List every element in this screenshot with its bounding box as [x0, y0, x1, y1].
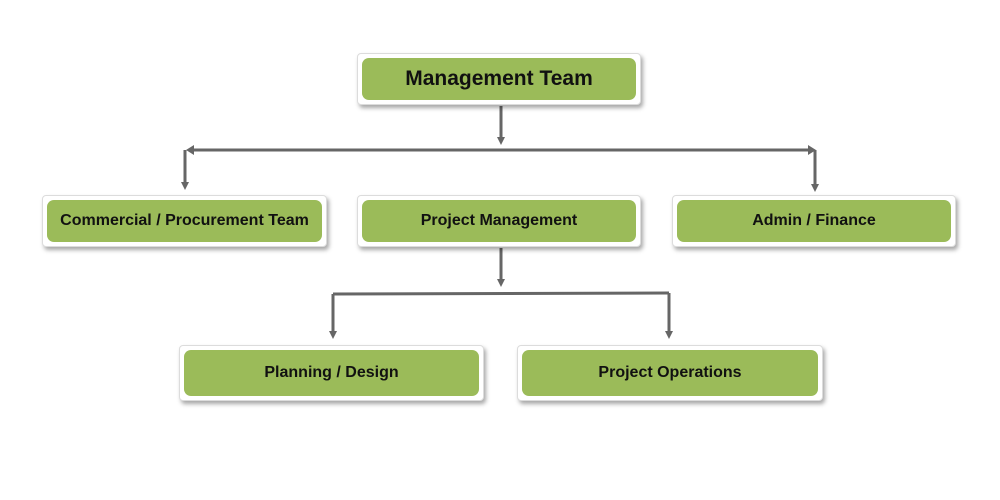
node-admin-finance: Admin / Finance	[672, 195, 956, 247]
connector-top-left-arrowhead	[186, 145, 194, 155]
node-project-operations: Project Operations	[517, 345, 823, 401]
node-project-management: Project Management	[357, 195, 641, 247]
node-commercial-procurement: Commercial / Procurement Team	[42, 195, 327, 247]
node-admin-finance-label: Admin / Finance	[677, 200, 951, 242]
node-planning-design: Planning / Design	[179, 345, 484, 401]
connector-top-right-arrowhead	[808, 145, 816, 155]
node-management-team-label: Management Team	[362, 58, 636, 100]
connector-bottom-horizontal	[332, 291, 670, 296]
node-project-management-label: Project Management	[362, 200, 636, 242]
node-planning-design-label: Planning / Design	[184, 350, 479, 396]
node-commercial-procurement-label: Commercial / Procurement Team	[47, 200, 322, 242]
node-management-team: Management Team	[357, 53, 641, 105]
node-project-operations-label: Project Operations	[522, 350, 818, 396]
